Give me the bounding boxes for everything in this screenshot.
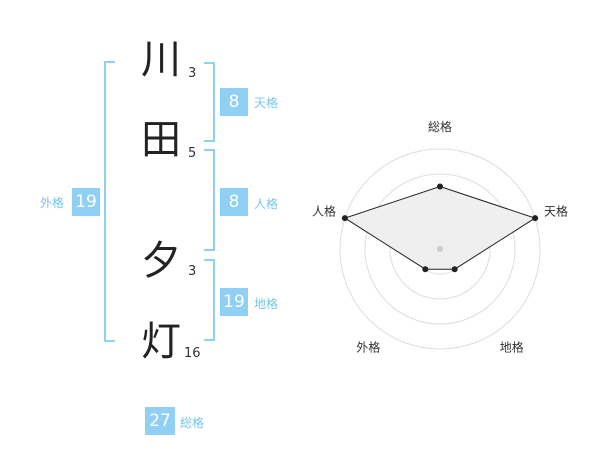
name-char-2: 田 xyxy=(141,117,181,163)
radar-point xyxy=(532,215,539,222)
soukaku-value: 27 xyxy=(145,407,175,435)
radar-center-dot xyxy=(437,246,443,252)
radar-ring xyxy=(364,173,516,325)
radar-axis-label: 外格 xyxy=(356,340,380,355)
gaikaku-label: 外格 xyxy=(40,196,65,210)
radar-axis-label: 総格 xyxy=(428,119,452,134)
tenkaku-value: 8 xyxy=(220,88,248,116)
radar-point xyxy=(437,183,443,190)
chikaku-bracket xyxy=(204,259,215,341)
gaikaku-bracket xyxy=(104,61,115,342)
chikaku-label: 地格 xyxy=(254,297,279,311)
stroke-count-4: 16 xyxy=(184,346,201,361)
radar-area xyxy=(343,185,537,270)
soukaku-label: 総格 xyxy=(180,416,205,430)
jinkaku-bracket xyxy=(204,149,215,251)
radar-axis-label: 人格 xyxy=(312,203,336,218)
chikaku-value: 19 xyxy=(220,288,248,316)
name-char-1: 川 xyxy=(141,37,181,83)
tenkaku-label: 天格 xyxy=(254,96,279,110)
radar-axis-label: 地格 xyxy=(500,340,524,355)
radar-rings xyxy=(339,148,541,350)
gaikaku-value: 19 xyxy=(72,188,100,216)
radar-points xyxy=(341,183,539,273)
jinkaku-value: 8 xyxy=(220,188,248,216)
radar-axis-label: 天格 xyxy=(544,203,568,218)
tenkaku-bracket xyxy=(204,62,215,142)
stroke-count-3: 3 xyxy=(188,264,197,279)
name-char-4: 灯 xyxy=(141,319,181,365)
stroke-count-2: 5 xyxy=(188,146,197,161)
stroke-count-1: 3 xyxy=(188,66,197,81)
radar-ring xyxy=(339,148,541,350)
radar-point xyxy=(341,215,348,222)
radar-point xyxy=(451,266,458,273)
jinkaku-label: 人格 xyxy=(254,197,279,211)
radar-point xyxy=(422,266,429,273)
name-char-3: 夕 xyxy=(141,238,181,284)
